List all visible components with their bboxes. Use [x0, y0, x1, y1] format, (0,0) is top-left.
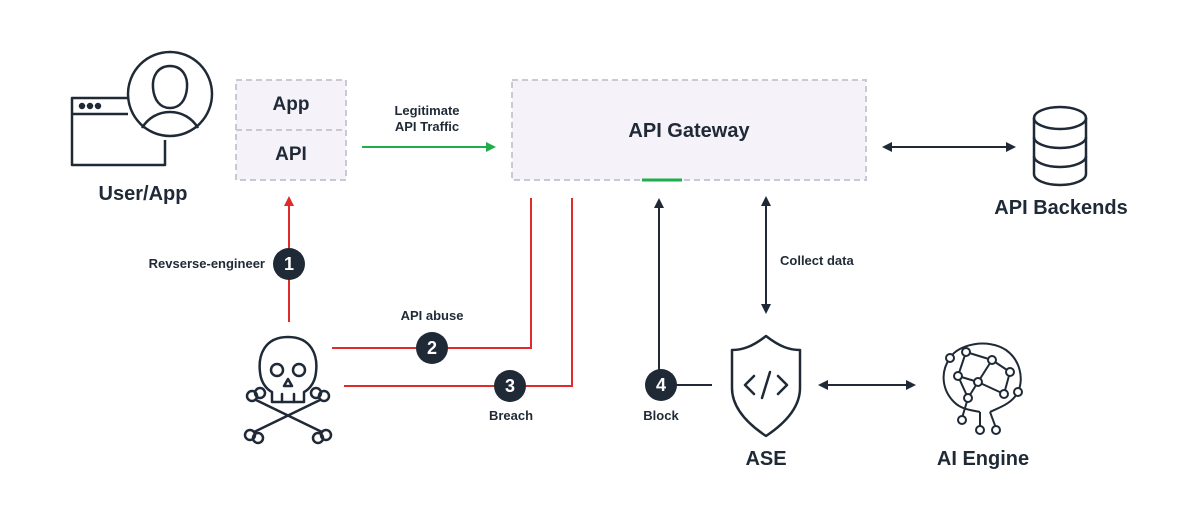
legitimate-label-line1: Legitimate: [394, 103, 460, 118]
skull-crossbones-icon: [243, 335, 333, 445]
ai-engine-label: AI Engine: [936, 448, 1030, 470]
api-abuse-line: [332, 198, 532, 349]
database-icon: [1032, 105, 1088, 187]
block-label: Block: [643, 408, 679, 423]
ai-brain-icon: [942, 342, 1023, 435]
user-app-label: User/App: [98, 183, 188, 205]
shield-code-icon: [730, 334, 802, 438]
collect-data-label: Collect data: [780, 253, 854, 268]
step-badge-1: 1: [273, 248, 305, 280]
legitimate-label-line2: API Traffic: [394, 119, 460, 134]
user-app-icon: [70, 50, 214, 167]
api-label: API: [275, 144, 307, 165]
api-gateway-label: API Gateway: [628, 120, 750, 142]
step-badge-2: 2: [416, 332, 448, 364]
ase-label: ASE: [745, 448, 787, 470]
reverse-engineer-label: Revserse-engineer: [148, 256, 265, 271]
breach-line: [344, 198, 573, 387]
api-gateway-box: [511, 79, 867, 181]
block-arrow: [654, 198, 712, 386]
api-abuse-label: API abuse: [400, 308, 464, 323]
step-badge-3: 3: [494, 370, 526, 402]
api-backends-label: API Backends: [994, 197, 1128, 219]
app-label: App: [272, 94, 310, 115]
breach-label: Breach: [488, 408, 534, 423]
step-badge-4: 4: [645, 369, 677, 401]
